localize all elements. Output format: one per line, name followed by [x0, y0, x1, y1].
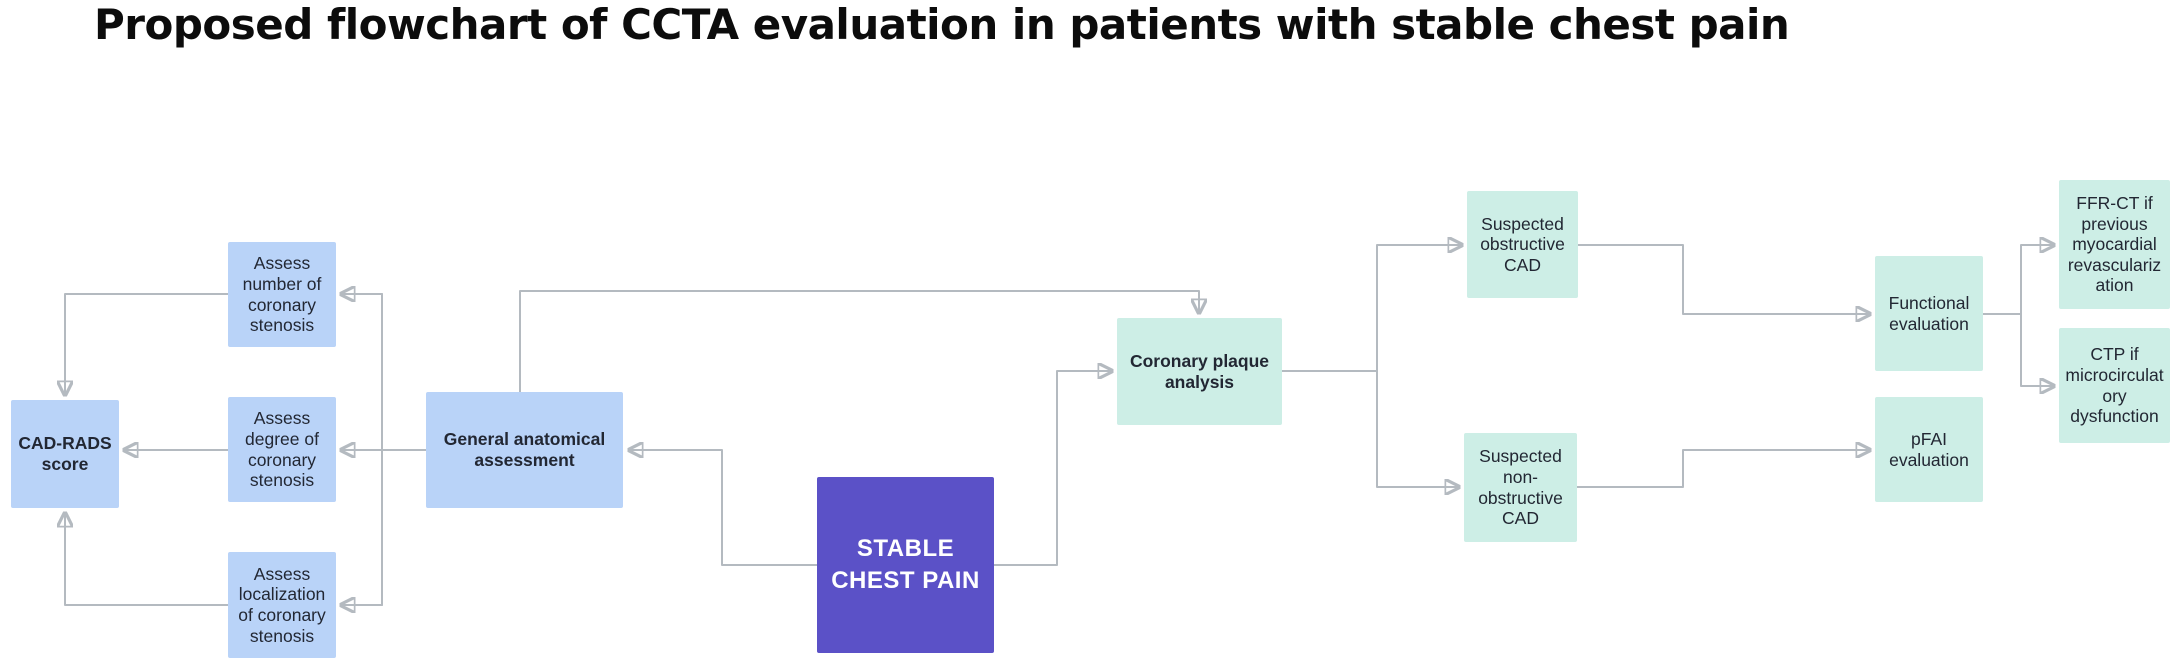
edge-plaque-analysis-to-suspected-obstructive	[1281, 245, 1462, 372]
node-label: STABLE CHEST PAIN	[831, 534, 980, 594]
edge-stable-chest-pain-to-general-assessment	[629, 450, 818, 566]
edge-assess-number-to-cad-rads	[65, 293, 229, 395]
node-assess-localization-of-coronary-stenosis: Assess localization of coronary stenosis	[228, 552, 336, 658]
node-label: pFAI evaluation	[1889, 428, 1969, 470]
node-stable-chest-pain: STABLE CHEST PAIN	[817, 477, 994, 653]
edge-assess-localization-to-cad-rads	[65, 513, 229, 606]
node-label: FFR-CT if previous myocardial revascular…	[2067, 192, 2162, 296]
node-label: CTP if microcirculatory dysfunction	[2065, 344, 2164, 427]
node-label: Coronary plaque analysis	[1129, 350, 1270, 392]
edge-stable-chest-pain-to-plaque-analysis	[993, 371, 1112, 566]
node-general-anatomical-assessment: General anatomical assessment	[426, 392, 623, 508]
node-coronary-plaque-analysis: Coronary plaque analysis	[1117, 318, 1282, 425]
page-title: Proposed flowchart of CCTA evaluation in…	[94, 0, 1790, 49]
node-suspected-obstructive-cad: Suspected obstructive CAD	[1467, 191, 1578, 298]
node-label: Assess number of coronary stenosis	[242, 253, 322, 336]
edge-functional-evaluation-to-ffr-ct	[1982, 245, 2054, 315]
node-suspected-non-obstructive-cad: Suspected non-obstructive CAD	[1464, 433, 1577, 542]
node-label: General anatomical assessment	[443, 429, 606, 470]
edge-plaque-analysis-to-suspected-nonobstructive	[1281, 370, 1459, 487]
edge-suspected-obstructive-to-functional-evaluation	[1577, 244, 1870, 314]
node-label: Suspected non-obstructive CAD	[1478, 446, 1563, 529]
node-label: Assess degree of coronary stenosis	[245, 408, 319, 491]
node-ffr-ct-if-previous-myocardial-revascularization: FFR-CT if previous myocardial revascular…	[2059, 180, 2170, 309]
node-functional-evaluation: Functional evaluation	[1875, 256, 1983, 371]
node-label: Assess localization of coronary stenosis	[238, 563, 326, 646]
edge-functional-evaluation-to-ctp	[1982, 313, 2054, 386]
edge-general-assessment-to-plaque-analysis	[519, 290, 1199, 393]
node-label: Functional evaluation	[1888, 292, 1970, 334]
node-assess-number-of-coronary-stenosis: Assess number of coronary stenosis	[228, 242, 336, 347]
node-label: CAD-RADS score	[18, 433, 112, 474]
node-pfai-evaluation: pFAI evaluation	[1875, 397, 1983, 502]
node-label: Suspected obstructive CAD	[1480, 213, 1565, 275]
node-cad-rads-score: CAD-RADS score	[11, 400, 119, 508]
edge-suspected-nonobstructive-to-pfai-evaluation	[1576, 450, 1870, 488]
node-ctp-if-microcirculatory-dysfunction: CTP if microcirculatory dysfunction	[2059, 328, 2170, 443]
node-assess-degree-of-coronary-stenosis: Assess degree of coronary stenosis	[228, 397, 336, 502]
